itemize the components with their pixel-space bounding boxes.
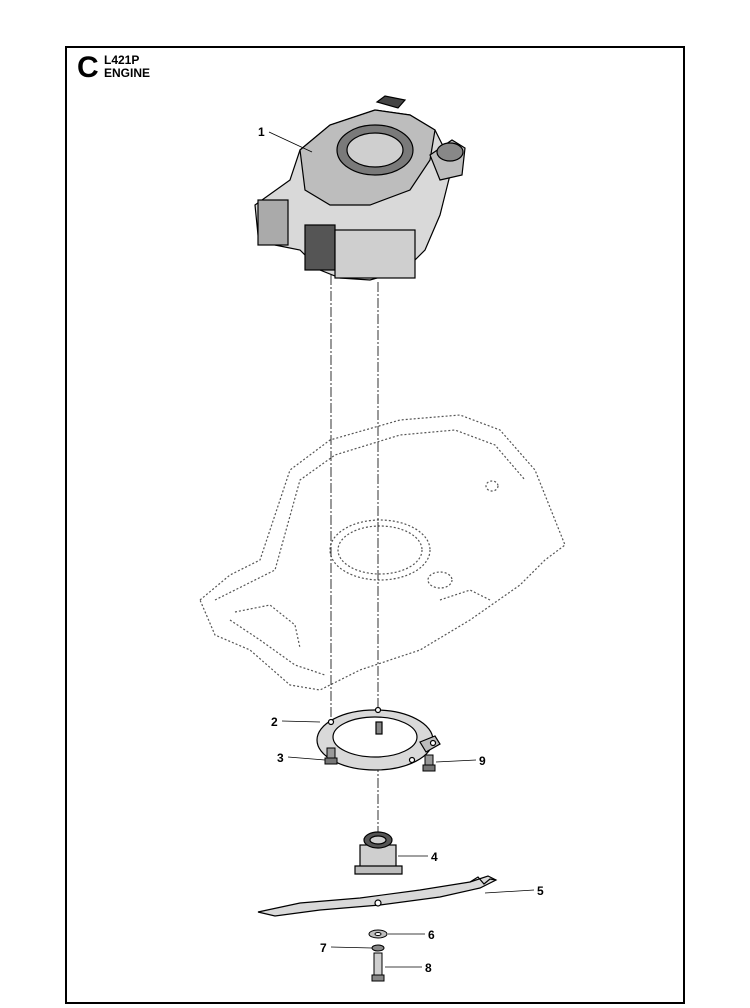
callout-6: 6 xyxy=(428,928,435,942)
bolt-part-3 xyxy=(324,747,338,765)
engine-part xyxy=(254,95,466,281)
bolt-part-9 xyxy=(422,754,436,772)
washer-part-6 xyxy=(368,929,388,939)
callout-3: 3 xyxy=(277,751,284,765)
callout-9: 9 xyxy=(479,754,486,768)
callout-1: 1 xyxy=(258,125,265,139)
bolt-part-8 xyxy=(371,952,385,982)
blade-adapter xyxy=(354,831,403,875)
mower-deck-outline xyxy=(199,414,566,691)
model-label: L421P xyxy=(104,53,140,67)
section-title: ENGINE xyxy=(104,66,151,80)
cutting-blade xyxy=(257,875,498,917)
callout-5: 5 xyxy=(537,884,544,898)
callout-8: 8 xyxy=(425,961,432,975)
leader-lines xyxy=(268,131,535,968)
callout-4: 4 xyxy=(431,850,438,864)
washer-part-7 xyxy=(371,944,385,952)
adapter-plate xyxy=(316,706,441,771)
callout-7: 7 xyxy=(320,941,327,955)
diagram-frame xyxy=(65,46,685,1004)
callout-2: 2 xyxy=(271,715,278,729)
section-letter: C xyxy=(77,51,99,84)
